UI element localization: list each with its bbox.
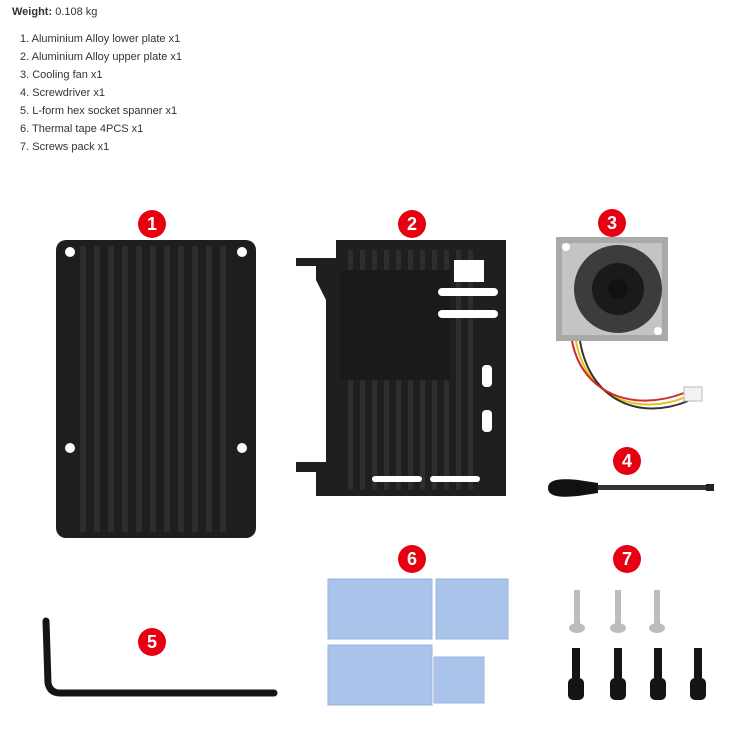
lower-plate-image (56, 240, 256, 538)
thermal-tape-image (327, 578, 509, 706)
item-badge-3: 3 (598, 209, 626, 237)
list-item: 1. Aluminium Alloy lower plate x1 (20, 33, 181, 45)
item-badge-4: 4 (613, 447, 641, 475)
weight-value: 0.108 kg (55, 6, 98, 18)
weight-line: Weight: 0.108 kg (12, 6, 97, 18)
screws-pack-image (568, 590, 706, 700)
item-badge-2: 2 (398, 210, 426, 238)
weight-label: Weight: (12, 6, 53, 18)
screwdriver-image (548, 479, 714, 497)
list-item: 5. L-form hex socket spanner x1 (20, 105, 178, 117)
item-badge-1: 1 (138, 210, 166, 238)
list-item: 6. Thermal tape 4PCS x1 (20, 123, 144, 135)
list-item: 3. Cooling fan x1 (20, 69, 103, 81)
item-badge-6: 6 (398, 545, 426, 573)
package-contents-list: 1. Aluminium Alloy lower plate x1 2. Alu… (20, 32, 182, 158)
list-item: 2. Aluminium Alloy upper plate x1 (20, 51, 183, 63)
cooling-fan-image (556, 237, 703, 410)
upper-plate-image (296, 240, 506, 496)
list-item: 4. Screwdriver x1 (20, 87, 105, 99)
item-badge-7: 7 (613, 545, 641, 573)
list-item: 7. Screws pack x1 (20, 141, 110, 153)
hex-spanner-image (42, 617, 278, 697)
item-badge-5: 5 (138, 628, 166, 656)
